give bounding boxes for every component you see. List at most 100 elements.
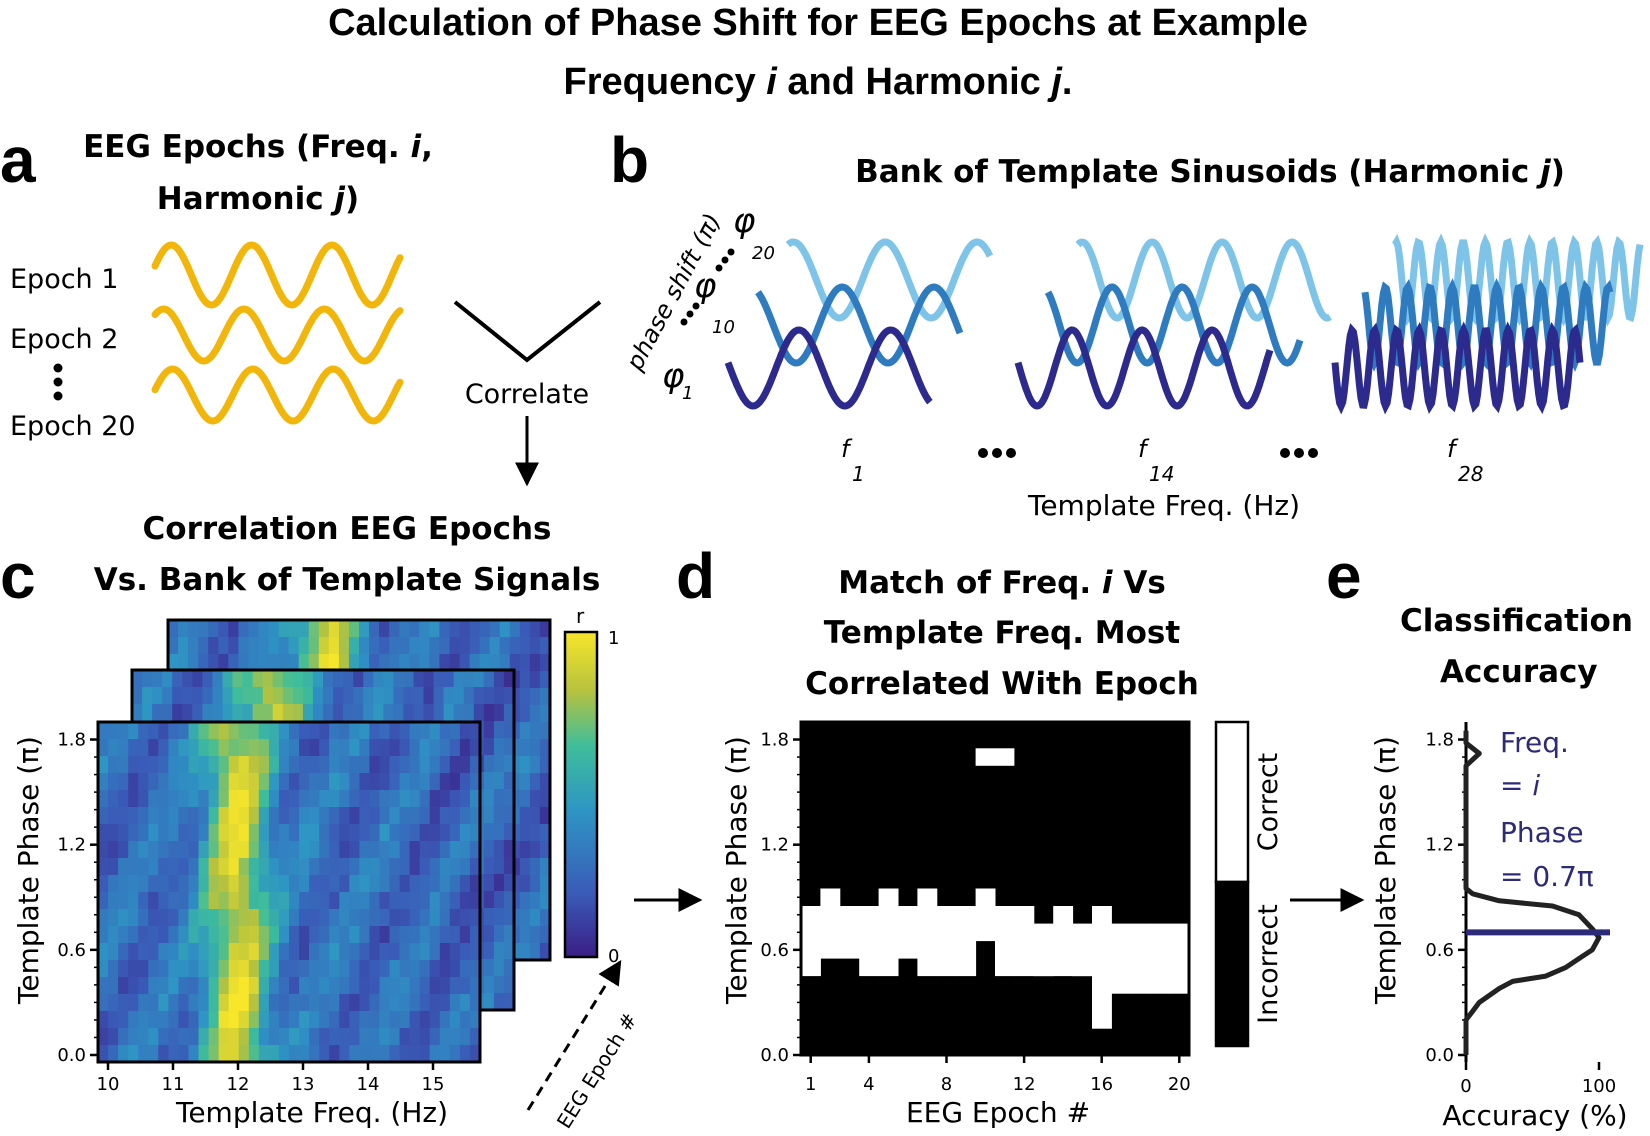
ellipsis-dot [53, 377, 63, 387]
freq-f28: f [1447, 435, 1459, 463]
ellipsis-dot [53, 391, 63, 401]
epoch-20-wave [151, 365, 404, 425]
correct-cell [898, 906, 918, 959]
annotation-freq-value: = i [1500, 769, 1540, 802]
figure-title-line1: Calculation of Phase Shift for EEG Epoch… [328, 2, 1308, 44]
epoch-1-label: Epoch 1 [10, 264, 118, 295]
correct-cell [878, 888, 899, 977]
x-tick-label: 12 [1013, 1074, 1036, 1095]
panel-d-title-line1: Match of Freq. i Vs [838, 565, 1166, 601]
phi-1-subscript: 1 [682, 383, 693, 404]
panel-c-title-line2: Vs. Bank of Template Signals [94, 562, 601, 598]
legend-incorrect-label: Incorrect [1253, 904, 1284, 1024]
y-tick-label: 1.8 [760, 730, 789, 751]
correct-cell [1150, 923, 1171, 994]
panel-d-ylabel: Template Phase (π) [720, 736, 753, 1005]
match-matrix [799, 720, 1191, 1057]
correct-cell [936, 906, 957, 977]
phase-shift-axis-annotation: phase shift (π) φ 1 φ 10 φ 20 [620, 201, 775, 404]
panel-d-title-line2: Template Freq. Most [824, 615, 1181, 651]
template-wave-phase-20 [785, 238, 994, 322]
template-wave-phase-1 [1014, 326, 1274, 410]
correlate-connector [453, 300, 602, 363]
ellipsis-dot [1308, 448, 1318, 458]
x-tick-label: 4 [863, 1074, 874, 1095]
panel-c-xlabel: Template Freq. (Hz) [175, 1096, 448, 1129]
figure-title-line2: Frequency i and Harmonic j. [564, 61, 1073, 103]
panel-e-ylabel: Template Phase (π) [1369, 736, 1402, 1005]
colorbar [563, 630, 599, 959]
panel-a-title-line2: Harmonic j) [157, 181, 359, 217]
colorbar-tick-min: 0 [608, 946, 619, 967]
ellipsis-dot [680, 318, 688, 326]
legend-correct-swatch [1214, 720, 1250, 884]
correct-cell [975, 888, 996, 942]
panel-b-label: b [610, 124, 649, 196]
correct-cell [1092, 906, 1112, 1029]
correct-cell [1014, 906, 1035, 977]
epoch-depth-arrow [526, 959, 622, 1111]
x-tick-label: 13 [292, 1074, 315, 1095]
x-tick-label: 8 [941, 1074, 952, 1095]
x-tick-label: 0 [1460, 1076, 1471, 1097]
x-tick-label: 14 [357, 1074, 380, 1095]
y-tick-label: 0.6 [1425, 940, 1454, 961]
panel-a-label: a [0, 124, 36, 196]
colorbar-tick-max: 1 [608, 628, 619, 649]
panel-d-title-line3: Correlated With Epoch [805, 666, 1199, 702]
correct-cell [956, 906, 977, 977]
correlation-heatmap-stack [96, 618, 552, 1064]
y-tick-label: 0.0 [57, 1045, 86, 1066]
ellipsis-dot [53, 363, 63, 373]
x-tick-label: 15 [422, 1074, 445, 1095]
phi-20: φ [733, 201, 756, 241]
panel-e-title-line2: Accuracy [1440, 654, 1598, 690]
panel-e-xlabel: Accuracy (%) [1442, 1099, 1627, 1132]
panel-e-label: e [1326, 540, 1362, 612]
legend-correct-label: Correct [1253, 753, 1284, 852]
template-wave-phase-1 [724, 326, 933, 410]
freq-f14: f [1138, 435, 1150, 463]
panel-a-title-line1: EEG Epochs (Freq. i, [83, 129, 433, 165]
template-wave-phase-10 [1044, 283, 1304, 367]
ellipsis-dot [1280, 448, 1290, 458]
annotation-phase-value: = 0.7π [1500, 860, 1594, 893]
epoch-2-label: Epoch 2 [10, 324, 118, 355]
panel-b-xlabel: Template Freq. (Hz) [1027, 489, 1300, 522]
x-tick-label: 1 [805, 1074, 816, 1095]
freq-f1-subscript: 1 [852, 462, 865, 486]
correct-cell [1053, 906, 1074, 977]
panel-b-title: Bank of Template Sinusoids (Harmonic j) [855, 154, 1565, 190]
panel-d-xlabel: EEG Epoch # [906, 1096, 1090, 1129]
legend-incorrect-swatch [1214, 880, 1250, 1048]
correct-cell [917, 888, 938, 977]
correct-cell [820, 888, 841, 959]
ellipsis-dot [1006, 448, 1016, 458]
epoch-1-wave [151, 241, 404, 309]
correct-cell [1169, 923, 1190, 994]
annotation-freq: Freq. [1500, 726, 1569, 759]
correct-cell [1072, 923, 1093, 977]
correct-cell [859, 906, 880, 977]
x-tick-label: 100 [1582, 1076, 1616, 1097]
template-wave-phase-20 [1075, 238, 1332, 322]
template-wave-phase-10 [755, 283, 964, 367]
ellipsis-dot [721, 256, 729, 264]
x-tick-label: 11 [162, 1074, 185, 1095]
x-tick-label: 10 [97, 1074, 120, 1095]
correct-cell [1033, 923, 1054, 977]
panel-c-ylabel: Template Phase (π) [12, 736, 45, 1005]
ellipsis-dot [992, 448, 1002, 458]
y-tick-label: 0.6 [760, 940, 789, 961]
ellipsis-dot [686, 310, 694, 318]
panel-e-annotation: Freq. = i Phase = 0.7π [1500, 726, 1594, 893]
x-tick-label: 12 [227, 1074, 250, 1095]
correct-cell [1111, 923, 1132, 994]
epoch-depth-label: EEG Epoch # [552, 1008, 642, 1132]
correct-cell [975, 748, 1015, 766]
x-tick-label: 20 [1168, 1074, 1191, 1095]
x-tick-label: 16 [1090, 1074, 1113, 1095]
correct-cell [839, 906, 860, 959]
freq-f28-subscript: 28 [1458, 462, 1483, 486]
